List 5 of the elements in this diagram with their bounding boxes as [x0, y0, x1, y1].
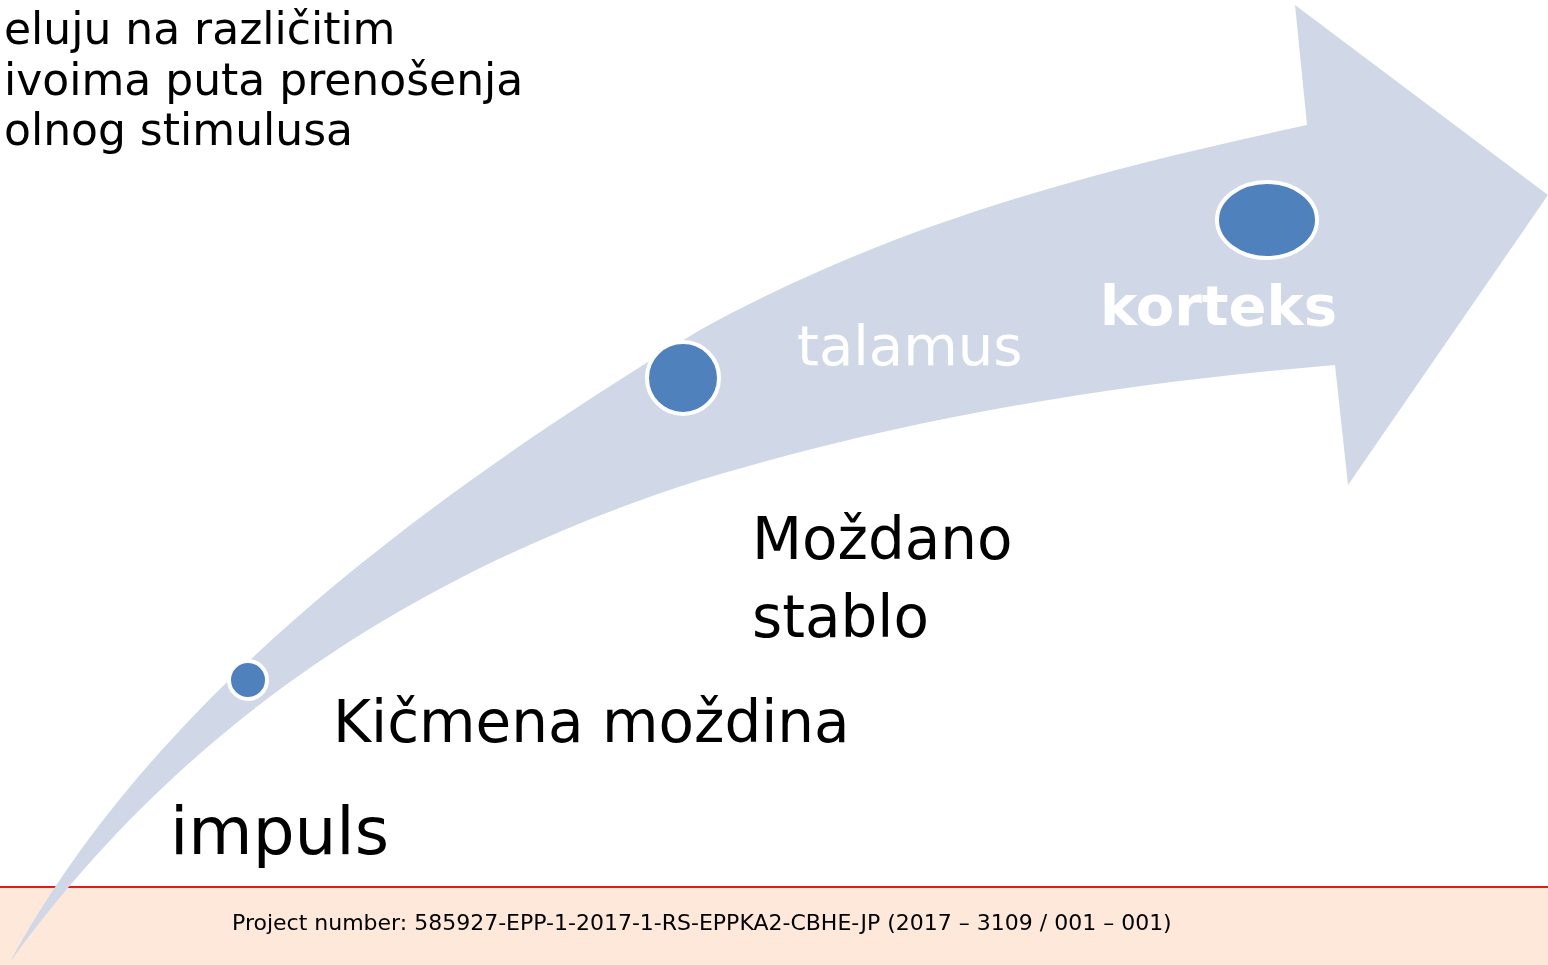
heading-text: eluju na različitim ivoima puta prenošenja olnog stimulusa — [4, 4, 525, 156]
stage-label: Moždano stablo — [752, 504, 1014, 654]
stage-label: impuls — [170, 796, 390, 869]
stage-label: Kičmena moždina — [333, 688, 850, 758]
footer-text: Project number: 585927-EPP-1-2017-1-RS-EPPKA2-CBHE-JP (2017 – 3109 / 001 – 001) — [232, 910, 1172, 937]
